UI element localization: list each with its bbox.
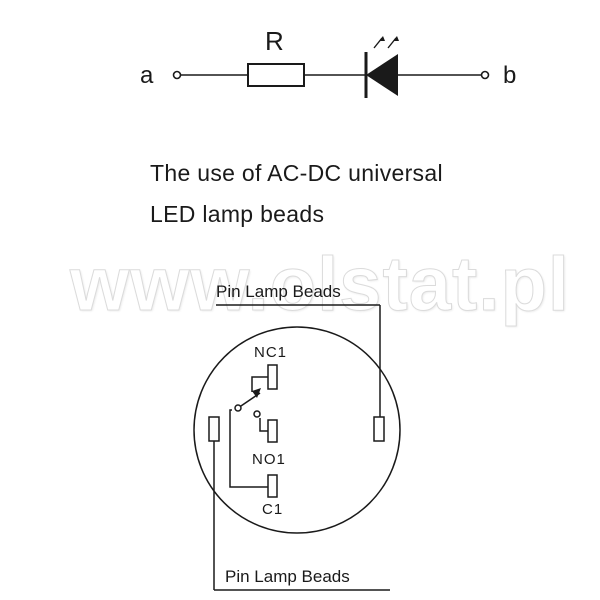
wire-c1 <box>229 409 268 488</box>
terminal-a-label: a <box>140 62 154 89</box>
light-emission-icon <box>373 36 399 49</box>
resistor <box>247 63 305 87</box>
wire-no1 <box>259 418 268 432</box>
pin-no1 <box>267 419 278 443</box>
nc1-label: NC1 <box>254 344 288 361</box>
pin-lamp-left <box>208 416 220 442</box>
resistor-label: R <box>265 26 284 56</box>
watermark-text: www.olstat.pl <box>70 242 570 327</box>
contact-common <box>234 404 242 412</box>
terminal-a-node <box>172 70 182 80</box>
switch-body-outline <box>193 326 401 534</box>
pin-lamp-right <box>373 416 385 442</box>
pin-lamp-bottom-label: Pin Lamp Beads <box>225 567 350 586</box>
wire-nc1 <box>251 376 268 392</box>
pin-nc1 <box>267 364 278 390</box>
pin-lamp-top-label: Pin Lamp Beads <box>216 282 341 301</box>
caption-line-2: LED lamp beads <box>150 201 325 227</box>
contact-no1 <box>253 410 261 418</box>
caption-line-1: The use of AC-DC universal <box>150 160 443 186</box>
no1-label: NO1 <box>252 451 286 468</box>
terminal-b-label: b <box>503 62 517 89</box>
c1-label: C1 <box>262 501 284 518</box>
switch-arm-arrow <box>252 388 261 398</box>
switch-pinout <box>193 304 401 591</box>
led-diode <box>366 54 398 96</box>
circuit-schematic <box>172 36 490 98</box>
terminal-b-node <box>480 70 490 80</box>
pin-c1 <box>267 474 278 498</box>
